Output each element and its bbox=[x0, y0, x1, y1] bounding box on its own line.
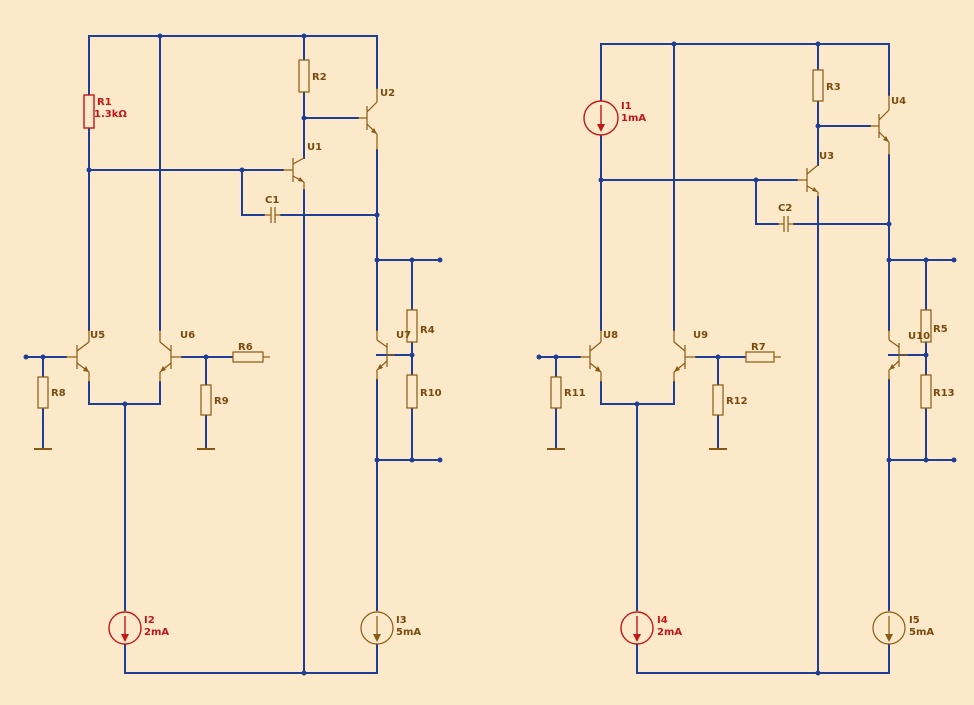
i3-value: 5mA bbox=[396, 627, 421, 638]
transistor-u10: U10 bbox=[888, 330, 930, 380]
r11-label: R11 bbox=[564, 388, 586, 399]
capacitor-c1: C1 bbox=[264, 195, 281, 223]
left-circuit: R1 1.3kΩ R2 U2 U1 bbox=[23, 33, 443, 676]
r7-label: R7 bbox=[751, 342, 766, 353]
transistor-u6: U6 bbox=[159, 330, 195, 382]
transistor-u1: U1 bbox=[283, 142, 322, 190]
right-junctions bbox=[536, 41, 957, 676]
transistor-u5: U5 bbox=[66, 330, 105, 382]
resistor-r5: R5 bbox=[920, 309, 948, 343]
r12-label: R12 bbox=[726, 396, 748, 407]
right-wires bbox=[538, 43, 955, 674]
resistor-r6: R6 bbox=[232, 342, 270, 363]
i4-value: 2mA bbox=[657, 627, 682, 638]
c1-label: C1 bbox=[265, 195, 279, 206]
r6-label: R6 bbox=[238, 342, 253, 353]
u10-label: U10 bbox=[908, 331, 930, 342]
resistor-r3: R3 bbox=[812, 69, 841, 102]
u3-label: U3 bbox=[819, 151, 834, 162]
r9-label: R9 bbox=[214, 396, 229, 407]
capacitor-c2: C2 bbox=[778, 203, 794, 232]
r1-value: 1.3kΩ bbox=[94, 109, 127, 120]
right-circuit: I1 1mA R3 U4 U3 bbox=[536, 41, 957, 676]
r4-label: R4 bbox=[420, 325, 435, 336]
resistor-r13: R13 bbox=[920, 374, 955, 409]
resistor-r11: R11 bbox=[550, 376, 586, 409]
resistor-r4: R4 bbox=[406, 309, 435, 343]
resistor-r12: R12 bbox=[712, 384, 748, 416]
resistor-r1: R1 1.3kΩ bbox=[83, 94, 127, 129]
resistor-r7: R7 bbox=[745, 342, 781, 363]
transistor-u2: U2 bbox=[358, 88, 395, 150]
current-source-i2: I2 2mA bbox=[108, 611, 169, 645]
resistor-r9: R9 bbox=[200, 384, 229, 416]
resistor-r10: R10 bbox=[406, 374, 442, 409]
transistor-u4: U4 bbox=[870, 95, 906, 155]
i3-label: I3 bbox=[396, 615, 407, 626]
i1-value: 1mA bbox=[621, 113, 646, 124]
u1-label: U1 bbox=[307, 142, 322, 153]
resistor-r2: R2 bbox=[298, 59, 327, 93]
current-source-i4: I4 2mA bbox=[620, 611, 682, 645]
r2-label: R2 bbox=[312, 72, 327, 83]
i4-label: I4 bbox=[657, 615, 668, 626]
r3-label: R3 bbox=[826, 82, 841, 93]
r13-label: R13 bbox=[933, 388, 955, 399]
transistor-u9: U9 bbox=[673, 330, 708, 382]
u5-label: U5 bbox=[90, 330, 105, 341]
i2-label: I2 bbox=[144, 615, 155, 626]
r5-label: R5 bbox=[933, 324, 948, 335]
r1-label: R1 bbox=[97, 97, 112, 108]
transistor-u8: U8 bbox=[580, 330, 618, 382]
resistor-r8: R8 bbox=[37, 376, 66, 409]
r10-label: R10 bbox=[420, 388, 442, 399]
current-source-i1: I1 1mA bbox=[583, 100, 646, 136]
c2-label: C2 bbox=[778, 203, 792, 214]
current-source-i5: I5 5mA bbox=[872, 611, 934, 645]
i1-label: I1 bbox=[621, 101, 632, 112]
i2-value: 2mA bbox=[144, 627, 169, 638]
r8-label: R8 bbox=[51, 388, 66, 399]
transistor-u3: U3 bbox=[797, 151, 834, 197]
u2-label: U2 bbox=[380, 88, 395, 99]
u9-label: U9 bbox=[693, 330, 708, 341]
u4-label: U4 bbox=[891, 96, 906, 107]
u6-label: U6 bbox=[180, 330, 195, 341]
i5-value: 5mA bbox=[909, 627, 934, 638]
u8-label: U8 bbox=[603, 330, 618, 341]
i5-label: I5 bbox=[909, 615, 920, 626]
u7-label: U7 bbox=[396, 330, 411, 341]
transistor-u7: U7 bbox=[376, 330, 411, 380]
current-source-i3: I3 5mA bbox=[360, 611, 421, 645]
left-wires bbox=[25, 35, 441, 674]
left-junctions bbox=[23, 33, 443, 676]
